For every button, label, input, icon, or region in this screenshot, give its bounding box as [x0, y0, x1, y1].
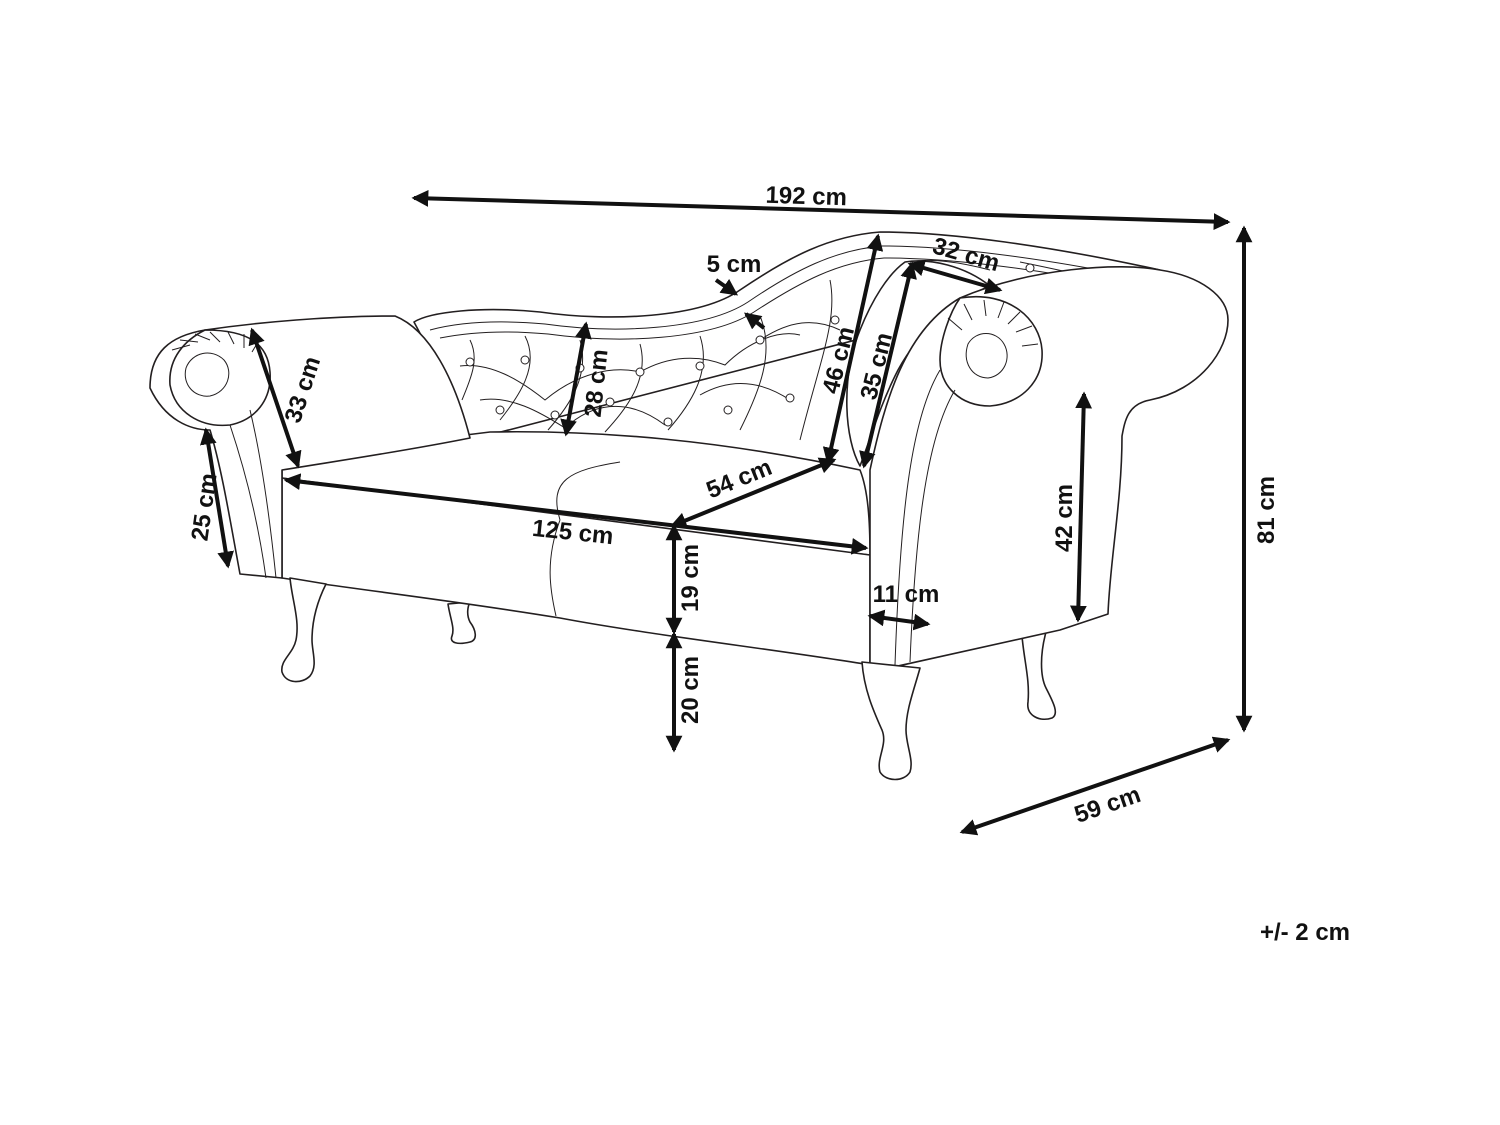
label-arm-thickness: 11 cm [873, 581, 940, 608]
label-frame-thickness: 5 cm [707, 251, 762, 278]
dim-arrow-left-arm-width [248, 327, 302, 469]
dim-arrow-right-arm-height [1069, 391, 1093, 623]
label-total-width: 192 cm [765, 182, 847, 211]
right-arm-scroll [939, 295, 1043, 407]
dimension-lines [199, 190, 1253, 836]
label-total-height: 81 cm [1253, 476, 1280, 544]
back-leg-right [1021, 631, 1057, 720]
dim-arrow-arm-thickness [867, 609, 931, 631]
label-left-arm-height: 25 cm [186, 471, 222, 542]
tolerance-note: +/- 2 cm [1260, 919, 1350, 946]
dim-arrow-left-arm-height [199, 427, 235, 569]
label-leg-height: 20 cm [677, 656, 704, 724]
front-leg-left [281, 577, 327, 683]
left-arm-scroll-inner [184, 352, 230, 397]
dim-arrow-frame-thickness-bottom [744, 312, 766, 330]
dim-arrow-seat-width [283, 473, 869, 555]
backrest-frame-inner [429, 245, 1131, 331]
dim-arrow-depth [959, 736, 1231, 836]
right-arm-pleats [947, 299, 1039, 347]
label-backrest-height: 28 cm [580, 348, 614, 419]
label-depth: 59 cm [1071, 781, 1144, 829]
right-arm-scroll-inner [965, 333, 1008, 379]
dim-arrow-pillow-width [907, 259, 1003, 295]
dim-arrow-frame-thickness-top [714, 278, 739, 296]
dim-arrow-total-width [411, 190, 1231, 230]
back-leg-left [447, 601, 477, 645]
front-leg-right [861, 661, 921, 781]
dim-arrow-backrest-height [560, 321, 592, 437]
label-right-arm-height: 42 cm [1051, 484, 1078, 552]
dim-arrow-pillow-height [859, 261, 917, 469]
label-seat-thickness: 19 cm [677, 544, 704, 612]
left-arm-pleats [171, 331, 259, 353]
